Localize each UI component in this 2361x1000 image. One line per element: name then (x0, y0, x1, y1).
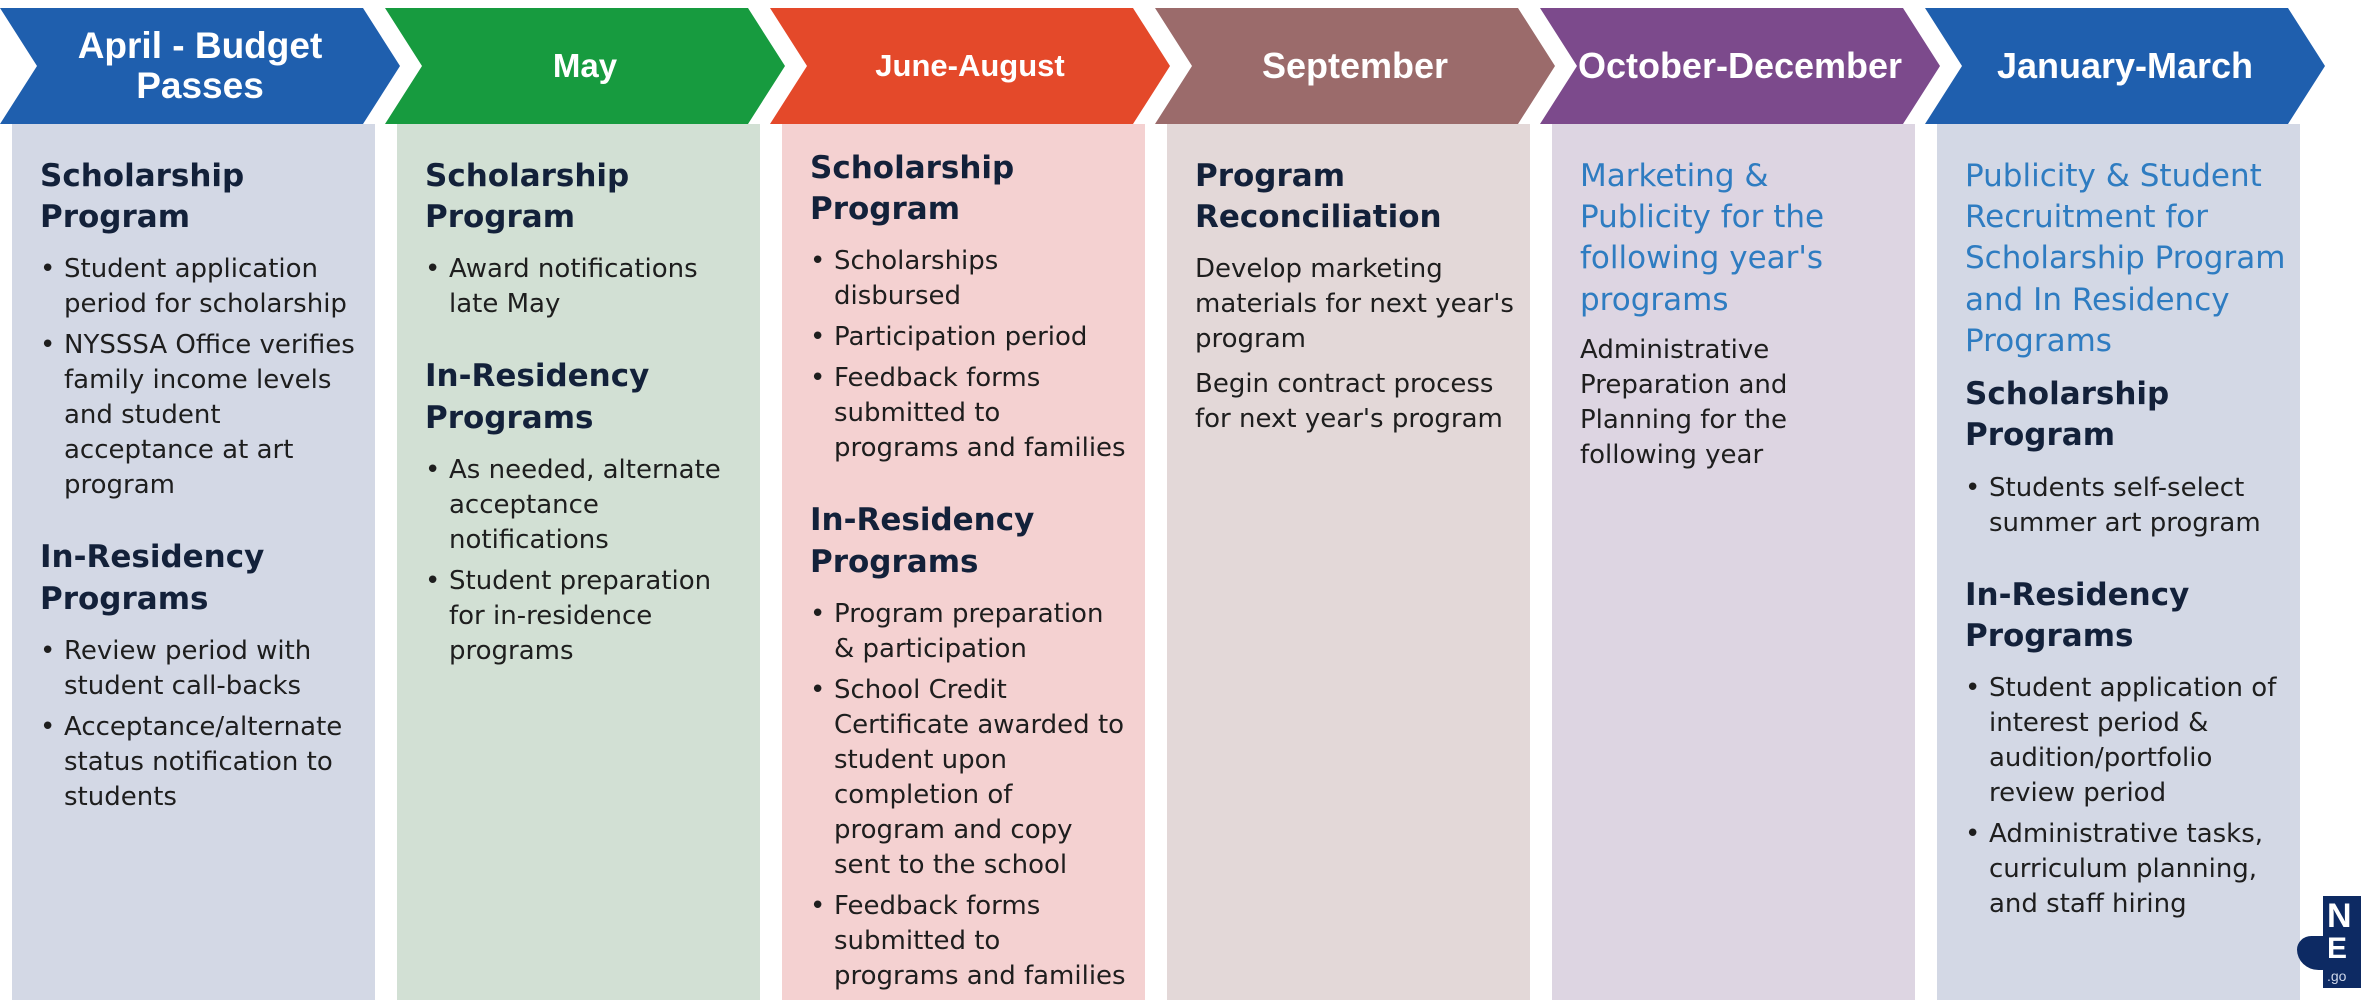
list-item: Acceptance/alternate status notification… (40, 710, 361, 815)
list-item: Feedback forms submitted to programs and… (810, 889, 1131, 994)
bullet-list: Student application of interest period &… (1965, 671, 2286, 922)
section-title: Scholarship Program (425, 158, 630, 236)
nysed-logo[interactable]: N E .go (2323, 896, 2361, 988)
header-chevron-april: April - Budget Passes (0, 8, 400, 124)
header-label: June-August (875, 48, 1065, 84)
header-chevron-october-december: October-December (1540, 8, 1940, 124)
list-item: Review period with student call-backs (40, 634, 361, 704)
list-item: As needed, alternate acceptance notifica… (425, 453, 746, 558)
header-chevron-june-august: June-August (770, 8, 1170, 124)
list-item: NYSSSA Office verifies family income lev… (40, 328, 361, 503)
list-item: Student preparation for in-residence pro… (425, 564, 746, 669)
highlight-title: Marketing & Publicity for the following … (1580, 158, 1825, 318)
panel-april: Scholarship Program Student application … (12, 124, 375, 1000)
section-title: Scholarship Program (40, 158, 245, 236)
logo-domain: .go (2327, 968, 2347, 984)
bullet-list: Review period with student call-backs Ac… (40, 634, 361, 815)
list-item: Student application period for scholarsh… (40, 252, 361, 322)
header-chevron-september: September (1155, 8, 1555, 124)
panel-may: Scholarship Program Award notifications … (397, 124, 760, 1000)
panel-september: Program Reconciliation Develop marketing… (1167, 124, 1530, 1000)
section-title: In-Residency Programs (40, 539, 265, 617)
bullet-list: Program preparation & participation Scho… (810, 597, 1131, 994)
header-label: September (1261, 44, 1449, 86)
bullet-list: As needed, alternate acceptance notifica… (425, 453, 746, 669)
bullet-list: Student application period for scholarsh… (40, 252, 361, 503)
paragraph: Administrative Preparation and Planning … (1580, 334, 1788, 470)
section-title: Scholarship Program (1965, 376, 2170, 454)
header-label: January-March (1996, 44, 2254, 86)
list-item: Administrative tasks, curriculum plannin… (1965, 817, 2286, 922)
panel-october-december: Marketing & Publicity for the following … (1552, 124, 1915, 1000)
list-item: Feedback forms submitted to programs and… (810, 361, 1131, 466)
header-label: May (552, 47, 618, 85)
list-item: Students self-select summer art program (1965, 471, 2286, 541)
section-title: In-Residency Programs (425, 358, 650, 436)
section-title: In-Residency Programs (1965, 576, 2190, 654)
list-item: Student application of interest period &… (1965, 671, 2286, 811)
list-item: Program preparation & participation (810, 597, 1131, 667)
list-item: Participation period (810, 320, 1131, 355)
panel-january-march: Publicity & Student Recruitment for Scho… (1937, 124, 2300, 1000)
list-item: Scholarships disbursed (810, 244, 1131, 314)
paragraph: Develop marketing materials for next yea… (1195, 254, 1514, 355)
section-title: Program Reconciliation (1195, 158, 1442, 236)
bullet-list: Award notifications late May (425, 252, 746, 322)
list-item: Award notifications late May (425, 252, 746, 322)
header-label: October-December (1577, 44, 1903, 86)
header-chevron-january-march: January-March (1925, 8, 2325, 124)
header-label: April - Budget Passes (77, 25, 323, 106)
highlight-title: Publicity & Student Recruitment for Scho… (1965, 158, 2286, 359)
bullet-list: Students self-select summer art program (1965, 471, 2286, 541)
paragraph: Begin contract process for next year's p… (1195, 369, 1503, 435)
header-chevron-may: May (385, 8, 785, 124)
section-title: Scholarship Program (810, 150, 1015, 228)
bullet-list: Scholarships disbursed Participation per… (810, 244, 1131, 466)
list-item: School Credit Certificate awarded to stu… (810, 673, 1131, 883)
panel-june-august: Scholarship Program Scholarships disburs… (782, 124, 1145, 1000)
section-title: In-Residency Programs (810, 502, 1035, 580)
logo-letter: E (2327, 932, 2348, 965)
logo-letter: N (2327, 897, 2352, 935)
